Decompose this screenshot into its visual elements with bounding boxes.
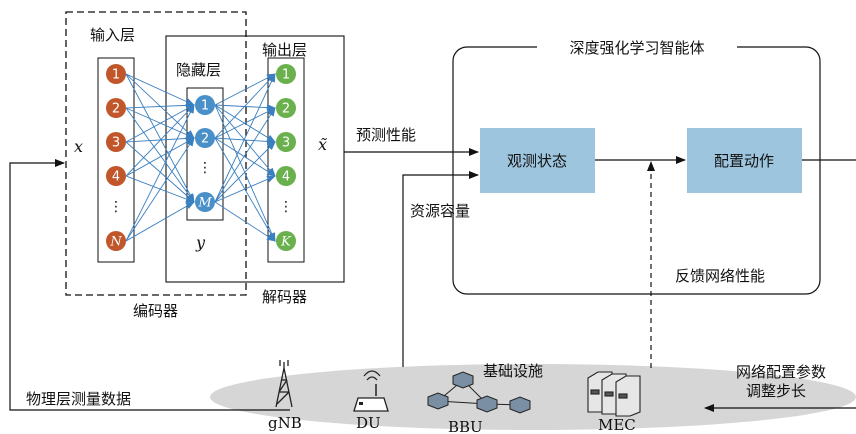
network-config-label-1: 网络配置参数 (736, 363, 826, 381)
hidden-node-label: 2 (201, 132, 209, 147)
output-node (276, 98, 296, 118)
output-variable: x̃ (318, 135, 327, 154)
nn-connection (125, 101, 195, 109)
decoder-label: 解码器 (262, 288, 307, 306)
nn-connection (214, 137, 276, 145)
input-node-label: 2 (112, 102, 120, 117)
mec-server-icon (587, 371, 641, 417)
input-layer-label: 输入层 (90, 26, 135, 44)
output-layer-column (267, 57, 305, 263)
physical-measurement-label: 物理层测量数据 (26, 390, 131, 408)
output-node (276, 64, 296, 84)
input-node-ellipsis: ⋮ (109, 199, 123, 215)
nn-connection (214, 137, 276, 242)
output-node-label: 2 (282, 102, 290, 117)
nn-connection (125, 107, 195, 203)
infrastructure-label: 基础设施 (483, 362, 543, 380)
hidden-node-label: M (197, 196, 212, 211)
output-node-label: 1 (282, 68, 290, 83)
encoder-label: 编码器 (133, 302, 178, 320)
input-node-label: 1 (112, 68, 120, 83)
nn-connection (214, 137, 276, 177)
mec-label: MEC (598, 416, 636, 434)
nn-connection (125, 73, 195, 203)
nn-connection (125, 73, 195, 106)
hidden-node (195, 192, 215, 212)
nn-connection (214, 73, 276, 106)
nn-connection (125, 104, 195, 242)
bbu-label: BBU (448, 418, 483, 434)
feedback-label: 反馈网络性能 (675, 267, 765, 285)
output-node (276, 166, 296, 186)
decoder-box (165, 35, 345, 283)
output-node-label: 4 (282, 170, 290, 185)
nn-connection (125, 73, 195, 139)
bbu-network-icon (427, 371, 531, 414)
hidden-node (195, 128, 215, 148)
output-node-label: K (280, 235, 292, 250)
nn-connection (214, 107, 276, 139)
input-node (106, 231, 126, 251)
input-node-label: N (109, 235, 122, 250)
network-config-label-2: 调整步长 (746, 382, 806, 400)
nn-connection (214, 73, 276, 139)
resource-capacity-label: 资源容量 (410, 202, 470, 220)
config-action-box (687, 128, 802, 193)
nn-connection (214, 107, 276, 203)
hidden-node-ellipsis: ⋮ (198, 160, 212, 176)
input-layer-column (97, 57, 135, 263)
nn-connection (125, 137, 195, 177)
hidden-variable: y (195, 233, 206, 252)
nn-connection (214, 201, 276, 242)
hidden-node-label: 1 (201, 99, 209, 114)
input-node (106, 64, 126, 84)
output-layer-label: 输出层 (262, 41, 307, 59)
input-variable: x (74, 137, 83, 156)
neural-network-nodes: 1 2 3 4 ⋮ N 1 2 ⋮ M 1 2 3 4 ⋮ K (106, 64, 296, 251)
nn-connection (125, 201, 195, 242)
input-node (106, 98, 126, 118)
infrastructure-ellipse (210, 364, 856, 430)
output-node-ellipsis: ⋮ (279, 199, 293, 215)
nn-connection (214, 104, 276, 242)
input-node-label: 4 (112, 170, 120, 185)
gnb-label: gNB (268, 414, 302, 432)
input-node (106, 166, 126, 186)
hidden-layer-label: 隐藏层 (176, 61, 221, 79)
input-node-label: 3 (112, 136, 120, 151)
nn-connection (125, 104, 195, 143)
nn-connection (214, 73, 276, 203)
output-node-label: 3 (282, 136, 290, 151)
du-router-icon (353, 370, 389, 412)
resource-capacity-arrow (402, 171, 479, 367)
gnb-tower-icon (275, 360, 293, 408)
observe-state-box (480, 128, 595, 193)
du-label: DU (356, 414, 381, 432)
nn-connection (125, 137, 195, 242)
physical-measurement-arrow (9, 159, 290, 411)
observe-state-label: 观测状态 (507, 152, 567, 170)
nn-connection (125, 104, 195, 177)
neural-network-connections (125, 73, 276, 242)
input-node (106, 132, 126, 152)
nn-connection (214, 104, 276, 177)
config-action-label: 配置动作 (714, 152, 774, 170)
agent-title: 深度强化学习智能体 (569, 39, 704, 57)
output-node (276, 132, 296, 152)
nn-connection (214, 141, 276, 203)
nn-connection (214, 175, 276, 203)
predicted-performance-label: 预测性能 (356, 126, 416, 144)
hidden-node (195, 95, 215, 115)
agent-title-bg (537, 38, 737, 58)
output-node (276, 231, 296, 251)
